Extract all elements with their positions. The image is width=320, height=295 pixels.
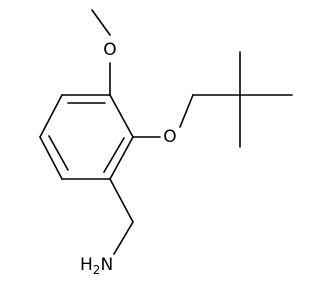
bond-ch2-to-amine bbox=[113, 221, 134, 255]
ring-bond-top-left bbox=[39, 94, 63, 138]
bond-methoxy-oxygen-to-methyl bbox=[91, 9, 111, 36]
amine-nitrogen: N bbox=[100, 255, 113, 275]
molecule-diagram: O O H2N bbox=[39, 9, 293, 277]
ring-bond-bottom-left bbox=[39, 136, 63, 180]
amine-hydrogen-count: 2 bbox=[93, 263, 101, 277]
aminomethyl-group: H2N bbox=[80, 178, 134, 277]
bond-ring-to-ch2 bbox=[109, 178, 134, 223]
ring-bond-top-right bbox=[109, 94, 134, 138]
ether-oxygen-label: O bbox=[163, 127, 176, 147]
benzene-ring bbox=[39, 94, 134, 180]
ring-bond-bottom-right bbox=[109, 136, 134, 180]
ring-double-bond-right bbox=[103, 137, 125, 173]
amine-label: H2N bbox=[80, 255, 113, 277]
methoxy-group: O bbox=[91, 9, 117, 96]
structure-canvas: O O H2N bbox=[39, 9, 293, 277]
ring-double-bond-left bbox=[48, 135, 69, 171]
neopentyloxy-group: O bbox=[132, 51, 293, 148]
bond-ether-oxygen-to-ch2 bbox=[179, 94, 194, 128]
methoxy-oxygen-label: O bbox=[103, 40, 116, 60]
amine-hydrogen: H bbox=[80, 255, 93, 275]
